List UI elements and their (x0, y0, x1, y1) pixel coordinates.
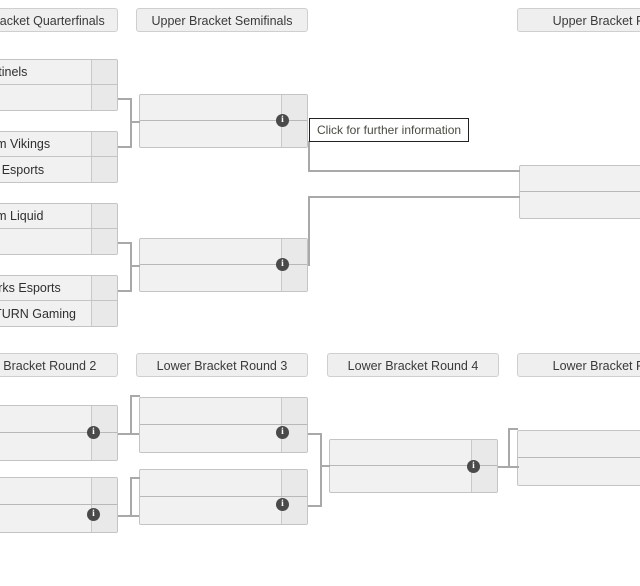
connector (130, 477, 140, 479)
tooltip: Click for further information (309, 118, 470, 142)
connector (130, 122, 132, 148)
match-ub-qf-3[interactable]: Team Liquid (0, 203, 118, 255)
connector (308, 196, 310, 266)
team-score (91, 132, 117, 156)
connector (508, 428, 518, 430)
connector (130, 121, 140, 123)
info-icon[interactable]: i (87, 426, 100, 439)
match-row-team-2[interactable] (518, 458, 640, 485)
team-score (281, 398, 307, 424)
match-row-team-1[interactable] (140, 398, 307, 425)
team-score (281, 470, 307, 496)
connector (130, 265, 140, 267)
connector (130, 98, 132, 122)
connector (320, 433, 322, 466)
connector (130, 242, 132, 266)
team-name: Team Liquid (0, 209, 91, 223)
team-score (91, 204, 117, 228)
match-ub-qf-4[interactable]: Sharks Esports NUTURN Gaming (0, 275, 118, 327)
match-ub-qf-2[interactable]: Team Vikings X10 Esports (0, 131, 118, 183)
connector (130, 395, 140, 397)
connector (130, 266, 132, 292)
connector (118, 290, 132, 292)
connector (308, 170, 520, 172)
round-header-lower-round-4[interactable]: Lower Bracket Round 4 (327, 353, 499, 377)
match-row-team-1[interactable] (518, 431, 640, 458)
team-score (91, 478, 117, 504)
team-name: Sharks Esports (0, 281, 91, 295)
info-icon[interactable]: i (87, 508, 100, 521)
connector (498, 466, 519, 468)
round-header-lower-round-3[interactable]: Lower Bracket Round 3 (136, 353, 308, 377)
match-row-team-1[interactable]: Sentinels (0, 60, 117, 85)
connector (308, 505, 322, 507)
team-score (91, 433, 117, 460)
connector (320, 466, 322, 506)
info-icon[interactable]: i (276, 258, 289, 271)
round-header-label: Upper Bracket Fin (552, 14, 640, 28)
round-header-label: Lower Bracket Round 4 (347, 359, 479, 373)
round-header-upper-semifinals[interactable]: Upper Bracket Semifinals (136, 8, 308, 32)
round-header-lower-finals[interactable]: Lower Bracket Fin (517, 353, 640, 377)
connector (508, 428, 510, 467)
connector (118, 146, 132, 148)
match-row-team-2[interactable]: NUTURN Gaming (0, 301, 117, 326)
info-icon[interactable]: i (467, 460, 480, 473)
team-score (91, 276, 117, 300)
match-row-team-2[interactable]: X10 Esports (0, 157, 117, 182)
team-score (91, 60, 117, 84)
round-header-upper-quarterfinals[interactable]: Bracket Quarterfinals (0, 8, 118, 32)
match-lb-finals[interactable] (517, 430, 640, 486)
round-header-label: Bracket Quarterfinals (0, 14, 105, 28)
team-score (91, 85, 117, 110)
match-lb-r2-1[interactable] (0, 405, 118, 461)
connector (130, 477, 132, 516)
team-name: X10 Esports (0, 162, 91, 177)
connector (308, 141, 310, 172)
match-row-team-1[interactable]: Team Vikings (0, 132, 117, 157)
match-row-team-2[interactable] (0, 85, 117, 110)
connector (118, 433, 139, 435)
match-lb-r2-2[interactable] (0, 477, 118, 533)
connector (308, 433, 322, 435)
match-row-team-1[interactable]: Sharks Esports (0, 276, 117, 301)
match-lb-r3-2[interactable] (139, 469, 308, 525)
match-row-team-1[interactable] (0, 478, 117, 505)
match-ub-sf-2[interactable] (139, 238, 308, 292)
connector (130, 395, 132, 434)
round-header-lower-round-2[interactable]: r Bracket Round 2 (0, 353, 118, 377)
round-header-label: Upper Bracket Semifinals (151, 14, 293, 28)
round-header-label: r Bracket Round 2 (0, 359, 97, 373)
info-icon[interactable]: i (276, 498, 289, 511)
team-score (91, 157, 117, 182)
round-header-label: Lower Bracket Fin (552, 359, 640, 373)
match-row-team-1[interactable] (140, 470, 307, 497)
info-icon[interactable]: i (276, 426, 289, 439)
round-header-label: Lower Bracket Round 3 (156, 359, 288, 373)
info-icon[interactable]: i (276, 114, 289, 127)
team-score (91, 229, 117, 254)
match-row-team-1[interactable] (520, 166, 640, 192)
match-row-team-2[interactable] (0, 433, 117, 460)
match-ub-finals[interactable] (519, 165, 640, 219)
team-name: Sentinels (0, 65, 91, 79)
team-name: Team Vikings (0, 137, 91, 151)
connector (320, 465, 330, 467)
team-name: NUTURN Gaming (0, 306, 91, 321)
match-row-team-1[interactable]: Team Liquid (0, 204, 117, 229)
match-ub-qf-1[interactable]: Sentinels (0, 59, 118, 111)
connector (118, 515, 139, 517)
tooltip-text: Click for further information (317, 123, 462, 137)
round-header-upper-finals[interactable]: Upper Bracket Fin (517, 8, 640, 32)
connector (308, 196, 520, 198)
match-lb-r4-1[interactable] (329, 439, 498, 493)
match-row-team-2[interactable] (520, 192, 640, 218)
match-lb-r3-1[interactable] (139, 397, 308, 453)
connector (118, 242, 132, 244)
connector (118, 98, 132, 100)
match-row-team-2[interactable] (0, 505, 117, 532)
match-row-team-2[interactable] (0, 229, 117, 254)
team-score (91, 301, 117, 326)
